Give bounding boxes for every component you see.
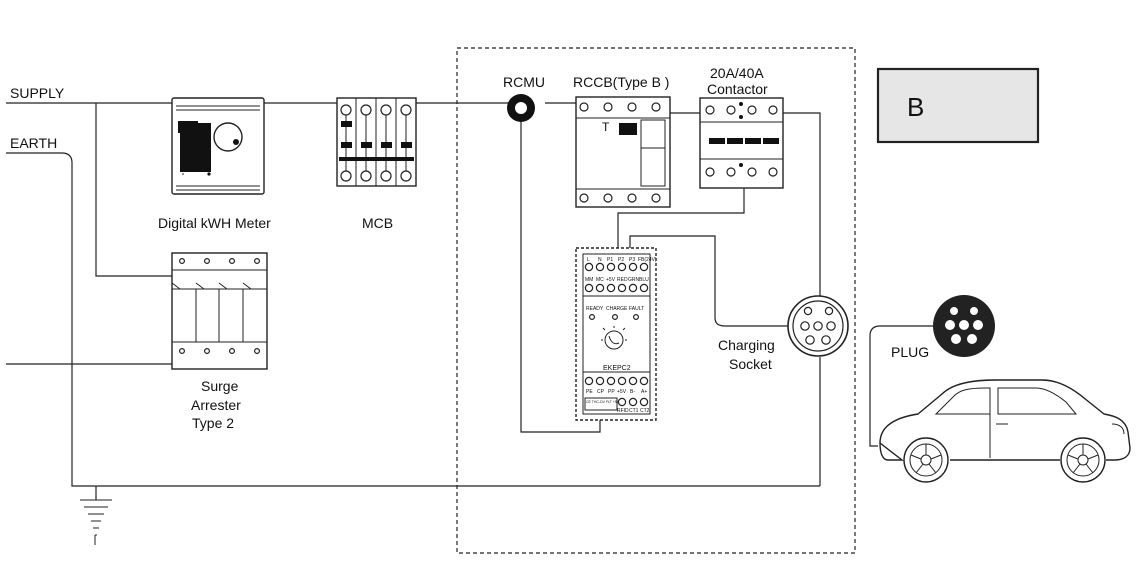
contactor-label: Contactor [707,81,768,97]
plug-icon [933,295,995,357]
indicator-charge-label: CHARGE [606,306,628,312]
contactor [699,97,784,189]
wiring [6,102,936,500]
rcmu-sensor [507,94,535,122]
electric-car-icon [879,379,1131,483]
ground-symbol-icon [80,499,112,545]
rccb-breaker [575,96,671,208]
terminal-label-p3: P3 [629,257,635,263]
indicator-fault-label: FAULT [629,306,644,312]
terminal-label-pe: PE [586,389,593,395]
panel-b-letter: B [907,92,924,122]
terminal-label-mm: MM [585,277,593,283]
terminal-label-rfid: RFID [617,408,629,414]
meter-label: Digital kWH Meter [158,215,271,231]
terminal-label-5v-top: +5V [606,277,616,283]
mcb-breaker [336,97,417,187]
contactor-rating-label: 20A/40A [710,65,764,81]
rcmu-label: RCMU [503,74,545,90]
surge-label-line3: Type 2 [192,415,234,431]
controller-bottom-strip-label: CE THC-DV FLT +5V [586,400,620,404]
charging-socket [787,295,849,357]
terminal-label-ct1: CT1 [629,408,639,414]
surge-arrester [171,252,268,370]
terminal-label-blu: BLU [639,277,649,283]
terminal-label-l: L [587,257,590,263]
terminal-label-fb: FB(24V) [638,257,657,263]
terminal-label-pp: PP [608,389,615,395]
terminal-label-cp: CP [597,389,605,395]
mcb-label: MCB [362,215,393,231]
surge-label-line2: Arrester [191,397,241,413]
earth-label: EARTH [10,135,57,151]
terminal-label-mc: MC [596,277,604,283]
terminal-label-a: A+ [641,389,647,395]
indicator-ready-label: READY [586,306,604,312]
terminal-label-ct2: CT2 [640,408,650,414]
terminal-label-red: RED [617,277,628,283]
terminal-label-p2: P2 [618,257,624,263]
surge-label-line1: Surge [201,378,239,394]
terminal-label-p1: P1 [607,257,613,263]
plug-label: PLUG [891,344,929,360]
supply-label: SUPPLY [10,85,65,101]
terminal-label-b: B- [630,389,635,395]
ekepc2-controller: L N P1 P2 P3 FB(24V) MM MC +5V RED GRN B… [575,247,657,421]
terminal-label-grn: GRN [628,277,640,283]
charging-socket-label-line2: Socket [729,356,772,372]
terminal-label-n: N [598,257,602,263]
rccb-label: RCCB(Type B ) [573,74,669,90]
rotary-dial-icon [604,330,624,350]
panel-b: B [876,67,1040,144]
terminal-label-5v-bottom: +5V [617,389,627,395]
digital-kwh-meter [171,97,265,195]
controller-model-label: EKEPC2 [603,365,631,372]
charging-socket-label-line1: Charging [718,337,775,353]
charger-enclosure-boundary [456,47,856,554]
rccb-test-label: T [602,120,610,134]
